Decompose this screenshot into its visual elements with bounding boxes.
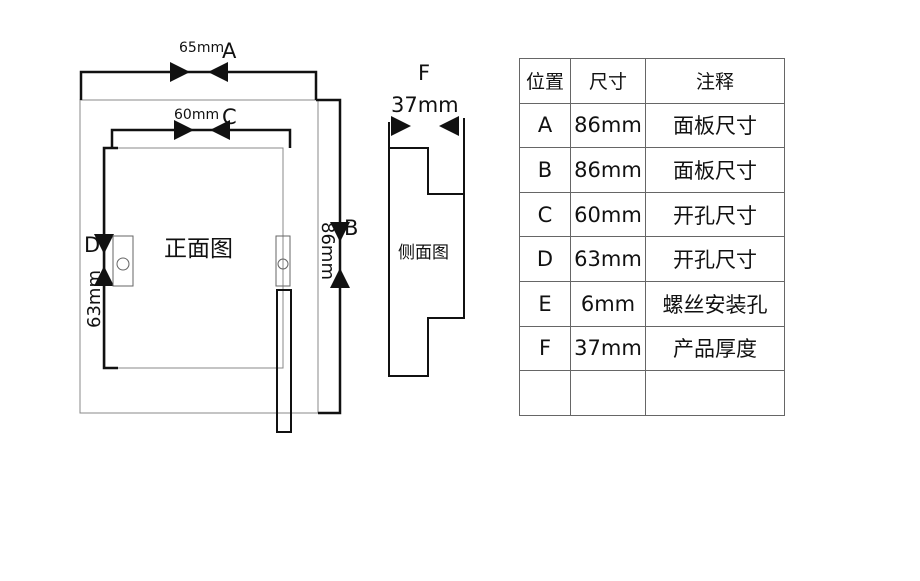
cell-note: 开孔尺寸: [645, 191, 785, 238]
right-screw-hole: [277, 258, 289, 270]
cell-size: 6mm: [570, 280, 646, 327]
arrow-c-left: [174, 120, 194, 140]
cell-position: C: [519, 191, 571, 238]
cell-note: 面板尺寸: [645, 102, 785, 149]
cell-size: [570, 370, 646, 416]
dim-c-value: 60mm: [174, 107, 219, 123]
table-row: B 86mm 面板尺寸: [519, 147, 785, 193]
dim-d-letter: D: [84, 233, 100, 257]
cell-note: 螺丝安装孔: [645, 280, 785, 327]
arrow-a-left: [170, 62, 190, 82]
front-view: 65mm A 60mm C B 86mm D 63mm: [79, 39, 358, 433]
cell-position: F: [519, 325, 571, 372]
cell-position: E: [519, 280, 571, 327]
dim-b-letter: B: [344, 216, 358, 240]
right-mount-ear: [275, 235, 291, 287]
arrow-c-right: [210, 120, 230, 140]
table-row: E 6mm 螺丝安装孔: [519, 280, 785, 327]
cell-note: 产品厚度: [645, 325, 785, 372]
cell-size: 63mm: [570, 236, 646, 282]
cell-note: 面板尺寸: [645, 147, 785, 193]
dim-f-value: 37mm: [391, 93, 459, 117]
cell-position: D: [519, 236, 571, 282]
mount-bracket: [276, 289, 292, 433]
left-mount-ear: [112, 235, 134, 287]
front-view-label: 正面图: [164, 236, 233, 262]
cell-size: 86mm: [570, 102, 646, 149]
dimension-c: [110, 128, 292, 148]
panel-outline: [79, 99, 319, 414]
table-row: A 86mm 面板尺寸: [519, 102, 785, 149]
dimension-b: [316, 98, 342, 415]
spec-table: 位置 尺寸 注释 A 86mm 面板尺寸 B 86mm 面板尺寸 C 60mm …: [519, 58, 785, 416]
dimension-a: [79, 70, 318, 100]
cell-position: A: [519, 102, 571, 149]
header-position: 位置: [519, 58, 571, 104]
cell-position: B: [519, 147, 571, 193]
table-row: [519, 370, 785, 416]
side-view: F 37mm 侧面图: [388, 61, 465, 377]
side-view-label: 侧面图: [398, 243, 449, 263]
cell-position: [519, 370, 571, 416]
dim-d-value: 63mm: [84, 270, 105, 328]
header-note: 注释: [645, 58, 785, 104]
arrow-f-left: [391, 116, 411, 136]
cell-size: 86mm: [570, 147, 646, 193]
dim-a-value: 65mm: [179, 40, 224, 56]
dim-a-letter: A: [222, 39, 237, 63]
dim-f-letter: F: [418, 61, 430, 85]
dim-b-value: 86mm: [317, 222, 338, 280]
cell-size: 60mm: [570, 191, 646, 238]
arrow-a-right: [208, 62, 228, 82]
cell-note: [645, 370, 785, 416]
arrow-b-top: [330, 222, 350, 242]
dimension-d: [102, 146, 118, 370]
dim-c-letter: C: [222, 105, 237, 129]
side-profile: [388, 122, 465, 377]
table-row: D 63mm 开孔尺寸: [519, 236, 785, 282]
table-row: F 37mm 产品厚度: [519, 325, 785, 372]
table-row: C 60mm 开孔尺寸: [519, 191, 785, 238]
header-size: 尺寸: [570, 58, 646, 104]
left-screw-hole: [116, 257, 130, 271]
table-header-row: 位置 尺寸 注释: [519, 58, 785, 104]
cell-size: 37mm: [570, 325, 646, 372]
cell-note: 开孔尺寸: [645, 236, 785, 282]
arrow-d-bottom: [94, 266, 114, 286]
arrow-b-bottom: [330, 268, 350, 288]
arrow-f-right: [439, 116, 459, 136]
arrow-d-top: [94, 234, 114, 254]
